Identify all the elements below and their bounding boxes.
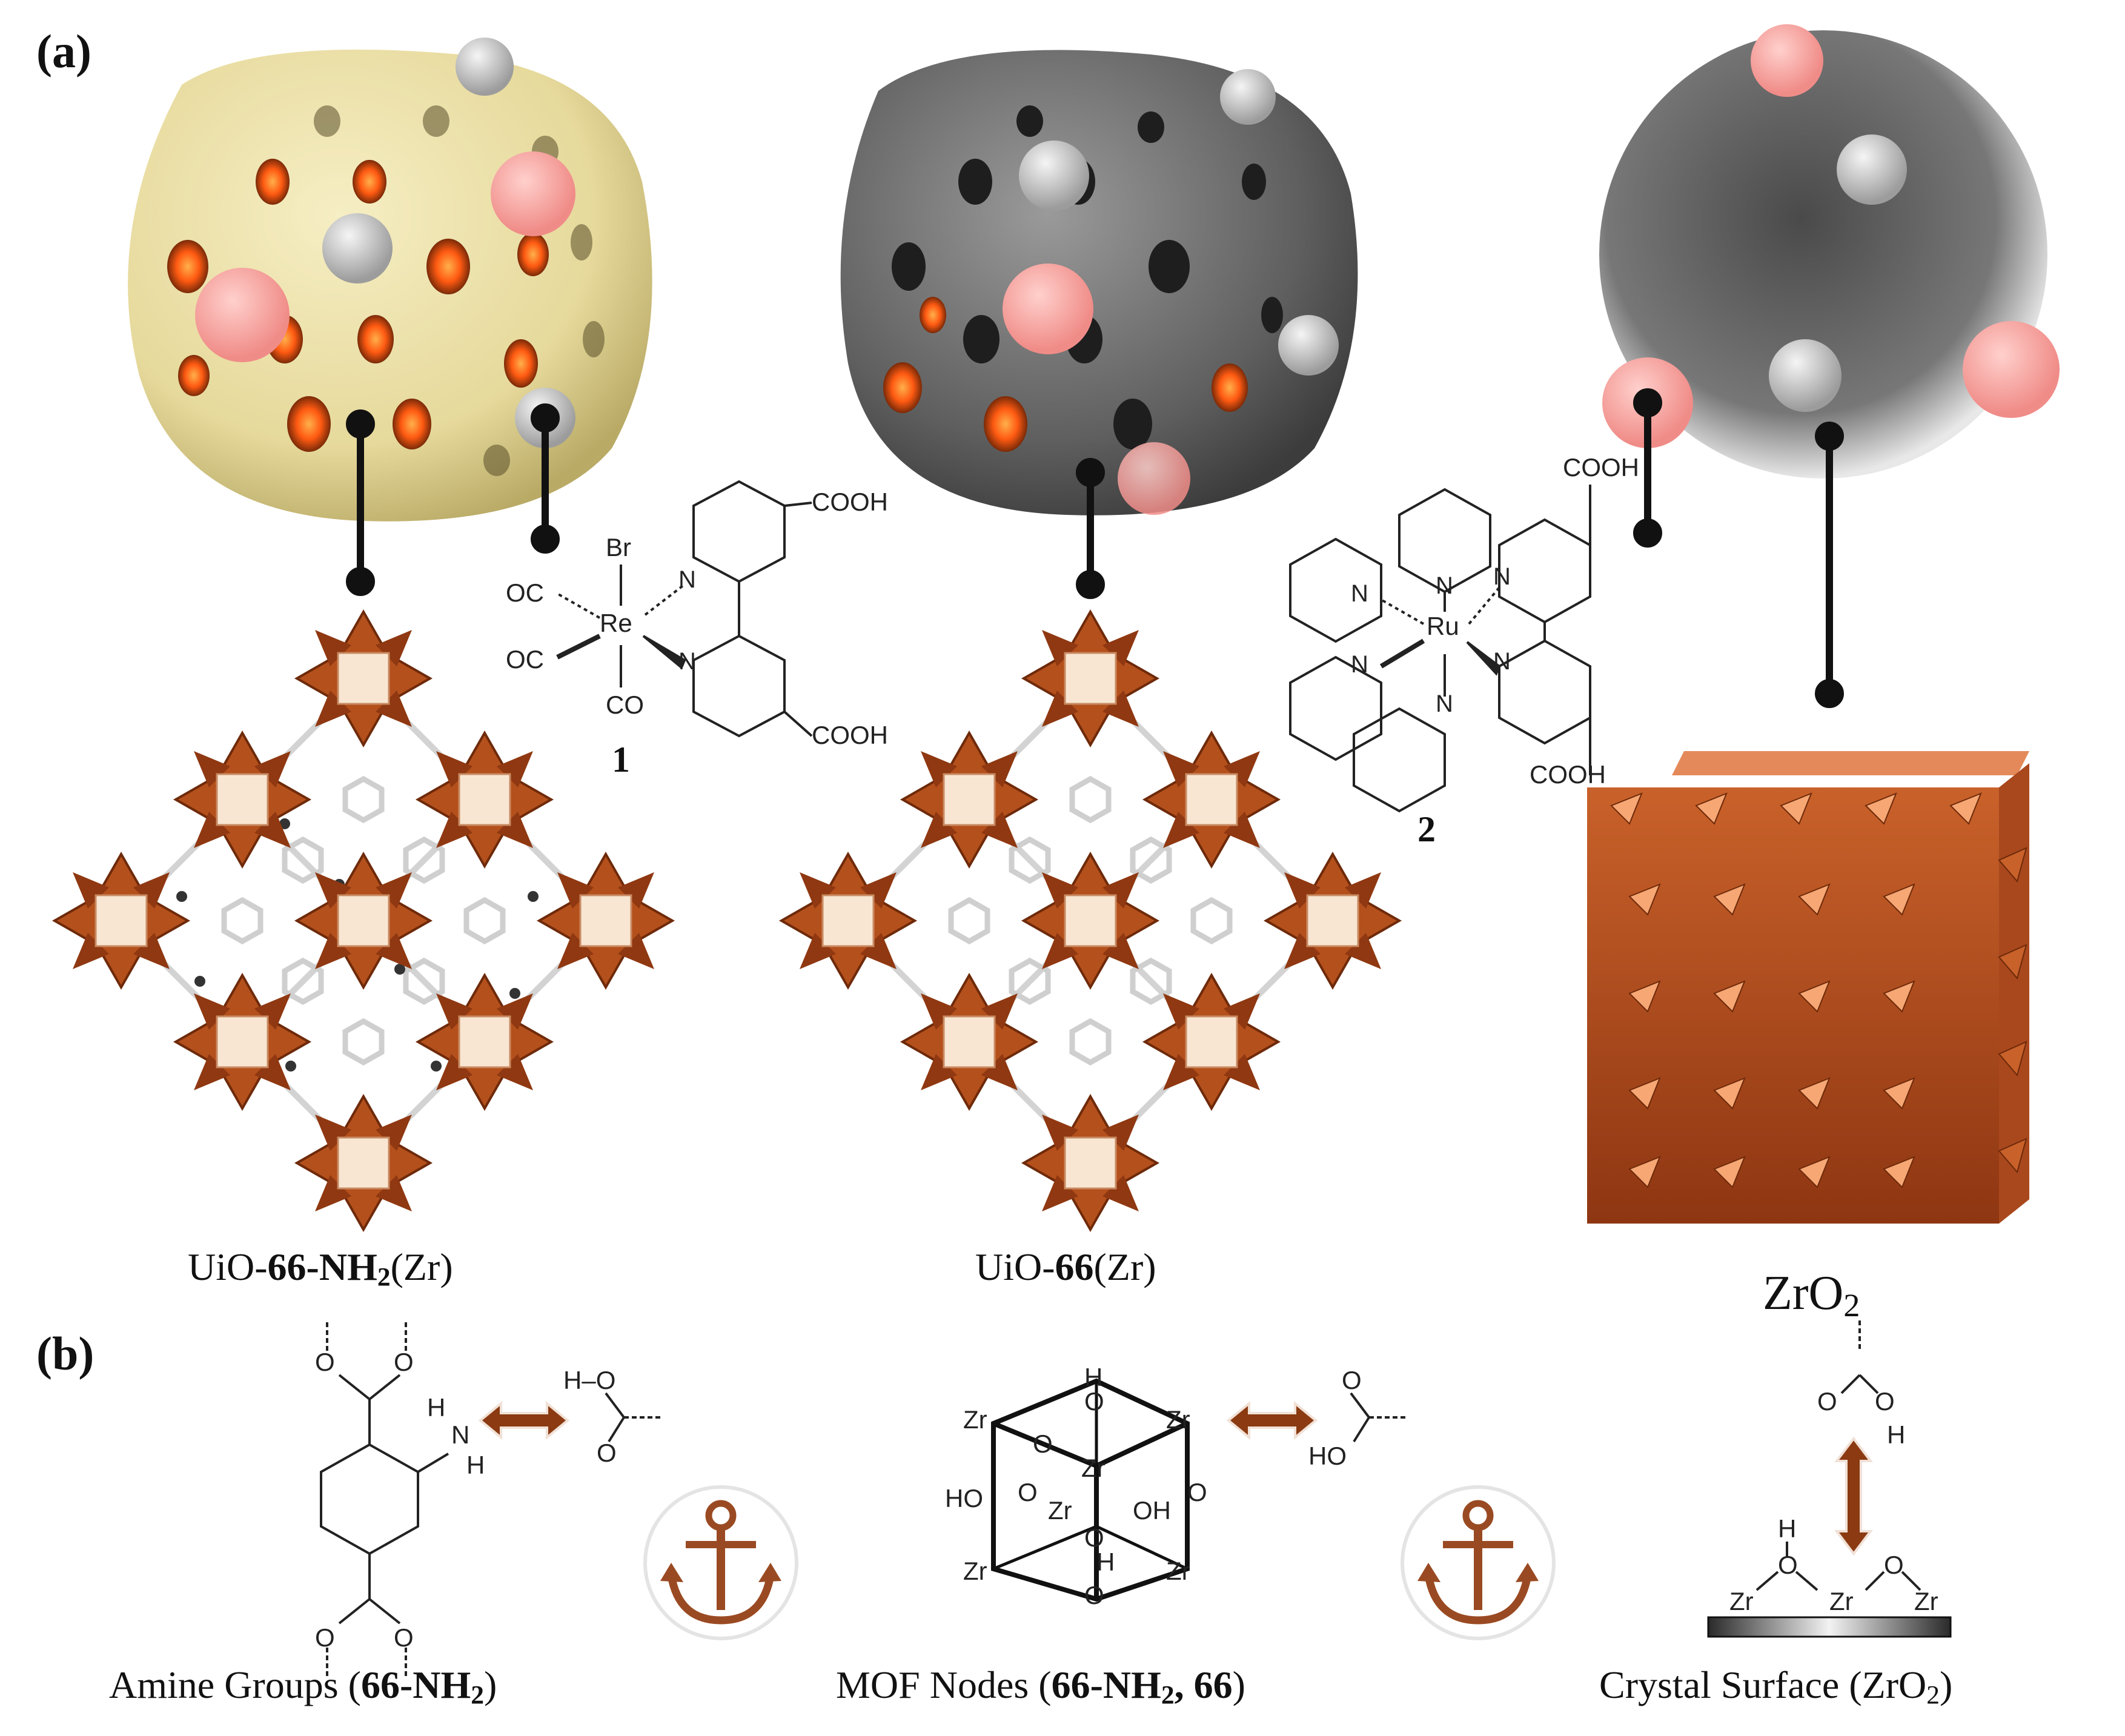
amine-h-bottom: H (466, 1451, 485, 1479)
zro2-connectors (1633, 388, 1844, 708)
double-arrow-icon-node (1227, 1402, 1317, 1439)
panel-label-a: (a) (36, 25, 91, 78)
node-oh: OH (1133, 1496, 1171, 1525)
surface-zr-1: Zr (1729, 1587, 1754, 1615)
complex2-n-2: N (1351, 580, 1368, 607)
uio66nh2-particle (128, 38, 652, 522)
complex1-number: 1 (612, 740, 630, 780)
node-zr-2: Zr (1166, 1405, 1190, 1434)
uio66-lattice (780, 611, 1401, 1231)
node-o-4: O (1084, 1523, 1104, 1552)
double-arrow-icon-amine (479, 1402, 569, 1439)
double-arrow-icon-surface (1835, 1437, 1872, 1555)
complex2-n-5: N (1493, 563, 1511, 590)
surface-acid-o-1: O (1817, 1387, 1837, 1416)
complex2-n-4: N (1436, 691, 1453, 717)
node-acid-ho: HO (1308, 1442, 1347, 1470)
uio66-connectors (1076, 458, 1105, 599)
node-o-2: O (1018, 1478, 1038, 1506)
complex-1-structure (556, 480, 813, 738)
crystal-surface-slab (1707, 1616, 1952, 1638)
amine-o-4: O (394, 1623, 414, 1652)
surface-carboxylate (1840, 1320, 1879, 1394)
node-zr-1: Zr (963, 1405, 987, 1434)
zro2-particle (1599, 24, 2060, 479)
surface-h: H (1778, 1514, 1797, 1543)
complex1-cooh-bottom: COOH (812, 721, 888, 749)
surface-acid-o-2: O (1875, 1387, 1895, 1416)
node-o-1: O (1033, 1430, 1053, 1458)
caption-crystal-surface: Crystal Surface (ZrO2) (1599, 1663, 1953, 1710)
surface-bonds (1755, 1542, 1921, 1591)
complex1-n-bottom: N (678, 648, 696, 675)
node-h-top: H (1084, 1363, 1103, 1391)
caption-uio66: UiO-66(Zr) (975, 1245, 1156, 1288)
amine-o-2: O (394, 1348, 414, 1376)
node-carboxylate (1350, 1392, 1405, 1443)
complex2-number: 2 (1417, 809, 1436, 849)
zro2-crystal (1587, 751, 2029, 1224)
amine-o-3: O (315, 1623, 335, 1652)
complex1-co-top: OC (506, 578, 544, 607)
amine-n: N (451, 1420, 470, 1449)
node-acid-o: O (1342, 1366, 1362, 1394)
amine-acid-o: O (597, 1439, 617, 1467)
surface-acid-h: H (1887, 1420, 1906, 1449)
anchor-icon-node (1402, 1487, 1554, 1638)
complex2-cooh-top: COOH (1563, 453, 1639, 482)
complex2-n-1: N (1436, 572, 1453, 599)
node-ho: HO (945, 1484, 983, 1512)
complex2-n-6: N (1493, 648, 1511, 675)
complex2-n-3: N (1351, 651, 1368, 678)
surface-o-2: O (1884, 1551, 1904, 1579)
node-o-3: O (1187, 1478, 1207, 1506)
surface-o-1: O (1778, 1551, 1798, 1579)
caption-uio66nh2: UiO-66-NH2(Zr) (188, 1245, 453, 1292)
node-o-bottom: O (1084, 1581, 1104, 1609)
node-o-top: O (1084, 1387, 1104, 1416)
node-h-bottom: H (1096, 1548, 1115, 1576)
complex1-co-bottom: CO (606, 691, 644, 719)
node-zr-4: Zr (1048, 1496, 1072, 1525)
surface-zr-3: Zr (1914, 1587, 1938, 1615)
anchor-icon-amine (645, 1487, 797, 1638)
complex1-metal: Re (600, 609, 632, 637)
uio66-particle (840, 50, 1358, 515)
complex1-n-top: N (678, 566, 696, 593)
complex1-co-mid: OC (506, 645, 544, 674)
caption-mof-nodes: MOF Nodes (66-NH2, 66) (836, 1663, 1245, 1710)
uio66nh2-lattice (53, 611, 674, 1231)
complex-2-structure (1289, 485, 1591, 813)
amine-h-top: H (427, 1393, 446, 1422)
caption-amine-groups: Amine Groups (66-NH2) (109, 1663, 497, 1710)
complex2-metal: Ru (1427, 612, 1459, 640)
complex1-br: Br (606, 533, 631, 562)
complex2-cooh-bottom: COOH (1530, 760, 1606, 789)
node-zr-6: Zr (1166, 1557, 1190, 1585)
node-zr-3: Zr (1081, 1454, 1106, 1482)
uio66nh2-connectors (346, 403, 560, 596)
caption-zro2: ZrO2 (1763, 1267, 1860, 1324)
zr-node-structure (991, 1378, 1190, 1602)
surface-zr-2: Zr (1829, 1587, 1854, 1615)
node-zr-5: Zr (963, 1557, 987, 1585)
amine-o-1: O (315, 1348, 335, 1376)
amine-acid-ho: H–O (563, 1366, 616, 1394)
amine-linker-structure (320, 1320, 660, 1678)
complex1-cooh-top: COOH (812, 488, 888, 516)
panel-label-b: (b) (36, 1327, 94, 1380)
